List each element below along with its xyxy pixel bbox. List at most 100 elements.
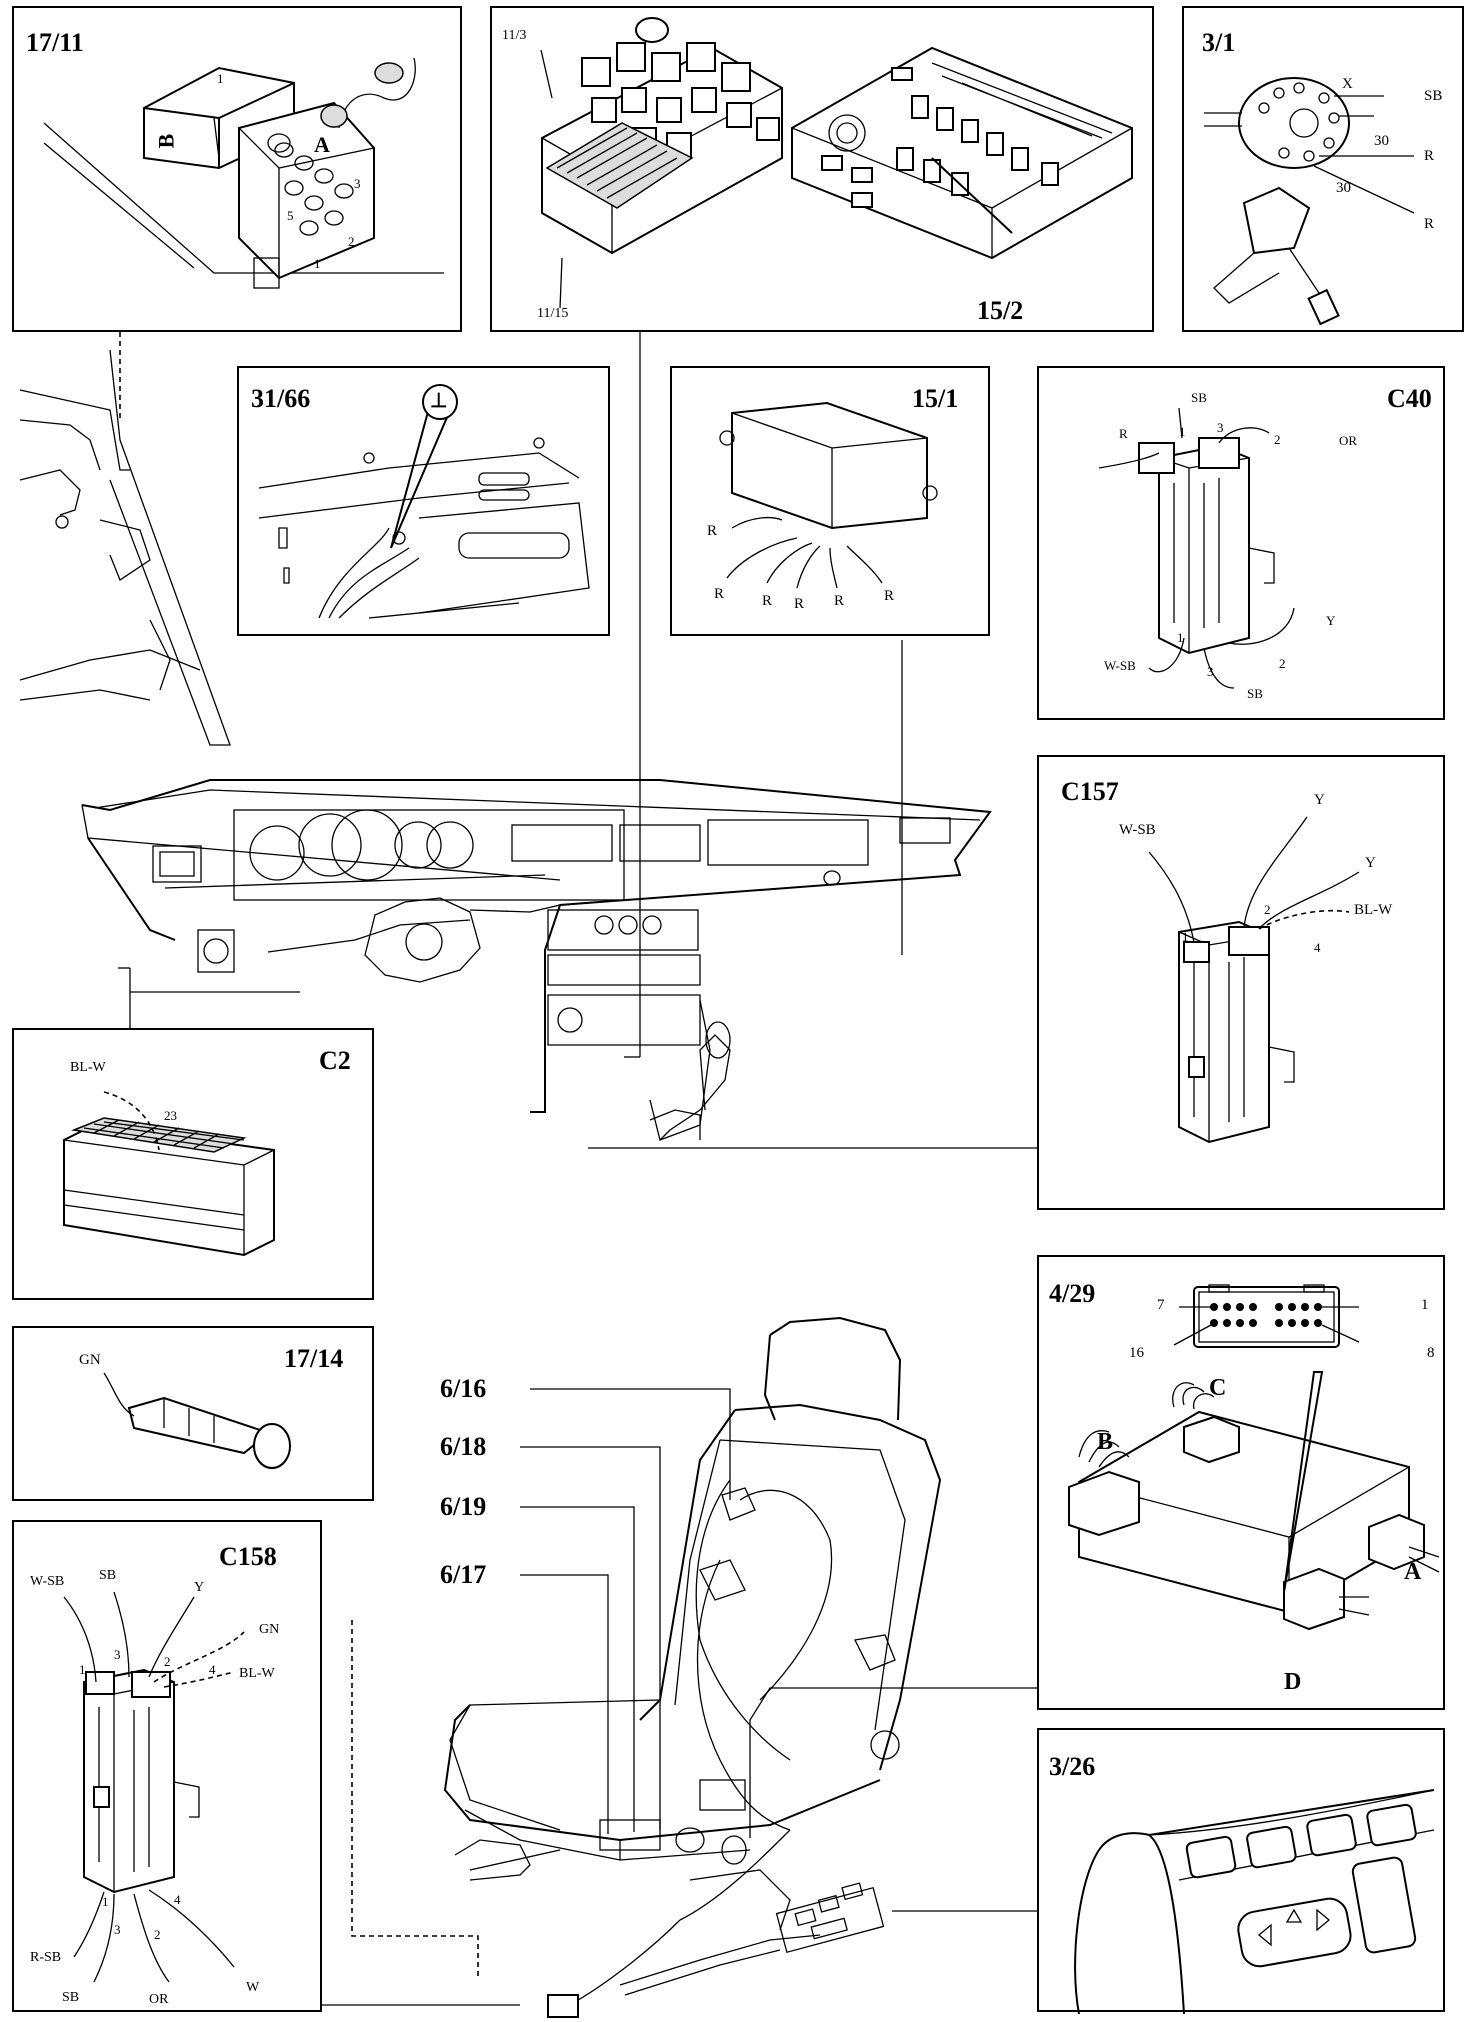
callout-6-18: 6/18	[440, 1432, 487, 1461]
panel-c40: C40 SB R 1 3 2 OR 1 W-SB 3 SB 2 Y	[1037, 366, 1445, 720]
panel-title: 17/11	[26, 28, 84, 57]
label-1b: 1	[102, 1894, 109, 1909]
label-w-sb: W-SB	[1119, 822, 1156, 838]
panel-17-11: 17/11 B A 1 3 5 2 1	[12, 6, 462, 332]
panel-title: 3/1	[1202, 28, 1236, 57]
label-y: Y	[194, 1580, 205, 1595]
label-r4: R	[794, 596, 805, 612]
connector-c157-drawing	[1148, 816, 1360, 1144]
panel-title: C40	[1387, 384, 1432, 413]
label-4: 4	[1314, 940, 1321, 955]
label-y1: Y	[1314, 792, 1325, 808]
label-2: 2	[1264, 902, 1271, 917]
panel-title: 17/14	[284, 1344, 344, 1373]
panel-17-14: 17/14 GN	[12, 1326, 374, 1501]
label-r2: R	[1424, 216, 1435, 232]
label-1b: 1	[314, 256, 321, 271]
label-w: W	[246, 1980, 260, 1995]
seat-switch-drawing	[1074, 1789, 1435, 2014]
panel-title: C158	[219, 1542, 277, 1571]
label-r3: R	[762, 593, 773, 609]
panel-title: C2	[319, 1046, 351, 1075]
label-w-sb: W-SB	[30, 1574, 65, 1589]
label-1b: 1	[1177, 630, 1184, 645]
label-y2: Y	[1365, 855, 1376, 871]
label-c: C	[1209, 1375, 1227, 1401]
label-gn: GN	[79, 1352, 101, 1368]
panel-title: 3/26	[1049, 1752, 1096, 1781]
label-bl-w: BL-W	[1354, 902, 1393, 918]
label-1: 1	[1421, 1297, 1429, 1313]
label-3: 3	[1217, 420, 1224, 435]
panel-3-26: 3/26	[1037, 1728, 1445, 2014]
panel-title: 31/66	[251, 384, 311, 413]
panel-c157: C157 W-SB Y Y 2 1 4 BL-W	[1037, 755, 1445, 1210]
label-5: 5	[287, 208, 294, 223]
label-4: 4	[209, 1662, 216, 1677]
label-or: OR	[149, 1992, 169, 2007]
sensor-drawing	[103, 1372, 291, 1469]
label-8: 8	[1427, 1345, 1435, 1361]
label-2b: 2	[154, 1927, 161, 1942]
label-16: 16	[1129, 1345, 1144, 1361]
label-2b: 2	[1279, 656, 1286, 671]
panel-31-66: 31/66 ⊥	[237, 366, 610, 636]
connector-c40-drawing	[1098, 407, 1295, 689]
panel-title: C157	[1061, 777, 1119, 806]
label-y: Y	[1326, 613, 1336, 628]
label-sb: SB	[1191, 390, 1207, 405]
label-2: 2	[348, 234, 355, 249]
label-3: 3	[114, 1647, 121, 1662]
label-1: 1	[1182, 929, 1189, 944]
label-sb: SB	[1424, 88, 1443, 104]
label-2: 2	[1274, 432, 1281, 447]
label-w-sb: W-SB	[1104, 658, 1136, 673]
label-2: 2	[164, 1654, 171, 1669]
label-sb: SB	[99, 1568, 117, 1583]
seat-drawing	[443, 1316, 942, 2018]
label-11-3: 11/3	[502, 28, 527, 43]
label-r1: R	[1424, 148, 1435, 164]
panel-title: 15/1	[912, 384, 959, 413]
label-3b: 3	[1207, 664, 1214, 679]
fuse-box-drawing	[540, 17, 1133, 309]
label-sb2: SB	[62, 1990, 80, 2005]
label-bl-w: BL-W	[70, 1060, 106, 1075]
label-bl-w: BL-W	[239, 1666, 275, 1681]
label-sb2: SB	[1247, 686, 1263, 701]
panel-3-1: 3/1 X SB 30 R 30 R	[1182, 6, 1464, 332]
panel-title: 15/2	[977, 296, 1024, 325]
door-pillar-drawing	[19, 349, 231, 746]
label-a: A	[314, 132, 330, 157]
label-r-sb: R-SB	[30, 1950, 62, 1965]
connector-c2-drawing	[63, 1091, 275, 1257]
ignition-switch-drawing	[1204, 77, 1415, 326]
control-module-drawing	[719, 401, 938, 589]
label-1: 1	[79, 1662, 86, 1677]
panel-c158: C158 W-SB SB Y 1 3 2 4 GN BL-W 1 3 2 4 R…	[12, 1520, 322, 2012]
label-30a: 30	[1374, 133, 1389, 149]
panel-title: 4/29	[1049, 1279, 1096, 1308]
ground-icon: ⊥	[430, 390, 448, 412]
dashboard-drawing	[81, 779, 992, 1141]
seat-module-drawing	[1068, 1284, 1440, 1631]
label-r2: R	[714, 586, 725, 602]
label-30b: 30	[1336, 180, 1351, 196]
label-r5: R	[834, 593, 845, 609]
panel-15-1: 15/1 R R R R R R	[670, 366, 990, 636]
label-or: OR	[1339, 433, 1358, 448]
callout-6-17: 6/17	[440, 1560, 487, 1589]
ground-point-drawing	[258, 384, 590, 619]
label-r6: R	[884, 588, 895, 604]
label-7: 7	[1157, 1297, 1165, 1313]
label-11-15: 11/15	[537, 306, 569, 321]
label-r1: R	[707, 523, 718, 539]
label-1: 1	[1179, 424, 1186, 439]
label-b: B	[153, 133, 179, 149]
label-4b: 4	[174, 1892, 181, 1907]
label-1: 1	[217, 71, 224, 86]
label-3: 3	[354, 176, 361, 191]
label-b: B	[1097, 1429, 1114, 1455]
label-23: 23	[164, 1108, 177, 1123]
abs-relay-drawing	[43, 57, 444, 289]
